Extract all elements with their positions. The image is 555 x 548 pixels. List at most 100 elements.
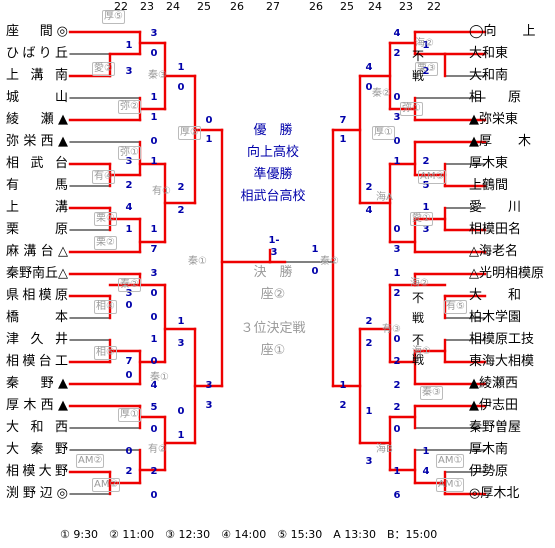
venue-annotation: 弥① [118,146,141,160]
round-day-header: 23 [140,0,154,13]
match-score: 4 [365,62,373,73]
team-name-left: 上溝南 [6,68,68,83]
match-score: 0 [125,446,133,457]
match-score: 4 [125,202,133,213]
match-score: 1 [125,40,133,51]
venue-annotation: 弥② [118,100,141,114]
venue-annotation: 厚① [118,408,141,422]
match-score: 1 [205,134,213,145]
match-score: 1 [422,40,430,51]
team-name-right: 大 和 [469,288,522,303]
match-score: 2 [177,205,185,216]
match-score: 2 [393,48,401,59]
match-score: 1-3 [268,235,280,258]
match-score: 5 [150,402,158,413]
match-score: 0 [150,48,158,59]
match-score: 2 [422,156,430,167]
match-score: 4 [393,28,401,39]
team-name-left: 渕野辺◎ [6,486,68,501]
team-name-left: 県相模原 [6,288,68,303]
venue-annotation: AM③ [418,170,447,184]
match-score: 0 [205,115,213,126]
match-score: 5 [422,180,430,191]
round-day-header: 22 [427,0,441,13]
match-score: 3 [422,224,430,235]
match-score: 1 [422,202,430,213]
venue-annotation: 弥① [400,102,423,116]
venue-annotation: AM② [92,478,121,492]
match-score: 0 [393,424,401,435]
team-name-left: 津久井 [6,332,68,347]
match-score: 0 [150,490,158,501]
team-name-left: 秦 野▲ [6,376,68,391]
match-score: 3 [125,156,133,167]
venue-annotation: 有④ [92,170,115,184]
team-name-right: 相模原工技 [469,332,535,347]
match-score: 0 [150,424,158,435]
team-name-right: 秦野曽屋 [469,420,522,435]
venue-annotation: 海A [376,192,393,203]
final-day-header: 27 [266,0,280,13]
team-name-left: 厚木西▲ [6,398,68,413]
team-name-right: 相模田名 [469,222,522,237]
venue-annotation: 秦① [150,372,169,383]
match-score: 1 [150,112,158,123]
team-name-left: 麻溝台△ [6,244,68,259]
bye-marker: 不 [412,333,425,347]
round-day-header: 25 [197,0,211,13]
match-score: 3 [205,400,213,411]
team-name-right: 大和東 [469,46,509,61]
team-name-left: 秦野南丘△ [6,266,68,281]
venue-annotation: 海② [415,38,434,49]
venue-annotation: AM① [436,478,465,492]
team-name-right: 相 原 [469,90,522,105]
match-score: 0 [393,224,401,235]
match-score: 0 [393,92,401,103]
team-name-right: 厚木東 [469,156,509,171]
match-score: 2 [365,316,373,327]
venue-annotation: 有② [148,444,167,455]
venue-annotation: 海B [376,444,393,455]
match-score: 2 [393,402,401,413]
match-score: 1 [393,466,401,477]
team-name-right: ◯向 上 [469,24,536,39]
match-score: 3 [125,66,133,77]
bye-marker: 戦 [412,311,425,325]
venue-annotation: AM② [76,454,105,468]
team-name-left: 弥栄西▲ [6,134,68,149]
bye-marker: 戦 [412,353,425,367]
team-name-right: 柏木学園 [469,310,522,325]
team-name-left: 相模大野 [6,464,68,479]
venue-annotation: 栗③ [415,62,438,76]
match-score: 4 [422,466,430,477]
match-score: 1 [365,406,373,417]
match-score: 3 [393,244,401,255]
match-score: 7 [125,356,133,367]
match-score: 3 [365,456,373,467]
match-score: 1 [339,134,347,145]
match-score: 3 [150,268,158,279]
match-score: 1 [177,316,185,327]
team-name-left: 城 山 [6,90,68,105]
team-name-left: 大和西 [6,420,68,435]
match-score: 2 [393,356,401,367]
round-day-header: 24 [368,0,382,13]
match-score: 0 [125,370,133,381]
team-name-right: ◎厚木北 [469,486,520,501]
venue-annotation: 有③ [382,324,401,335]
round-day-header: 24 [166,0,180,13]
venue-annotation: 秦③ [148,70,167,81]
third-place-venue: 座① [260,343,286,358]
match-score: 0 [150,288,158,299]
venue-annotation: 栗① [94,212,117,226]
team-name-left: 座 間◎ [6,24,68,39]
round-day-header: 26 [309,0,323,13]
bye-marker: 戦 [412,69,425,83]
winner-label: 優 勝 [253,123,293,138]
venue-annotation: 秦② [118,278,141,292]
match-score: 3 [393,112,401,123]
venue-annotation: 栗② [94,236,117,250]
match-score: 0 [393,334,401,345]
team-name-right: ▲厚 木 [469,134,531,149]
